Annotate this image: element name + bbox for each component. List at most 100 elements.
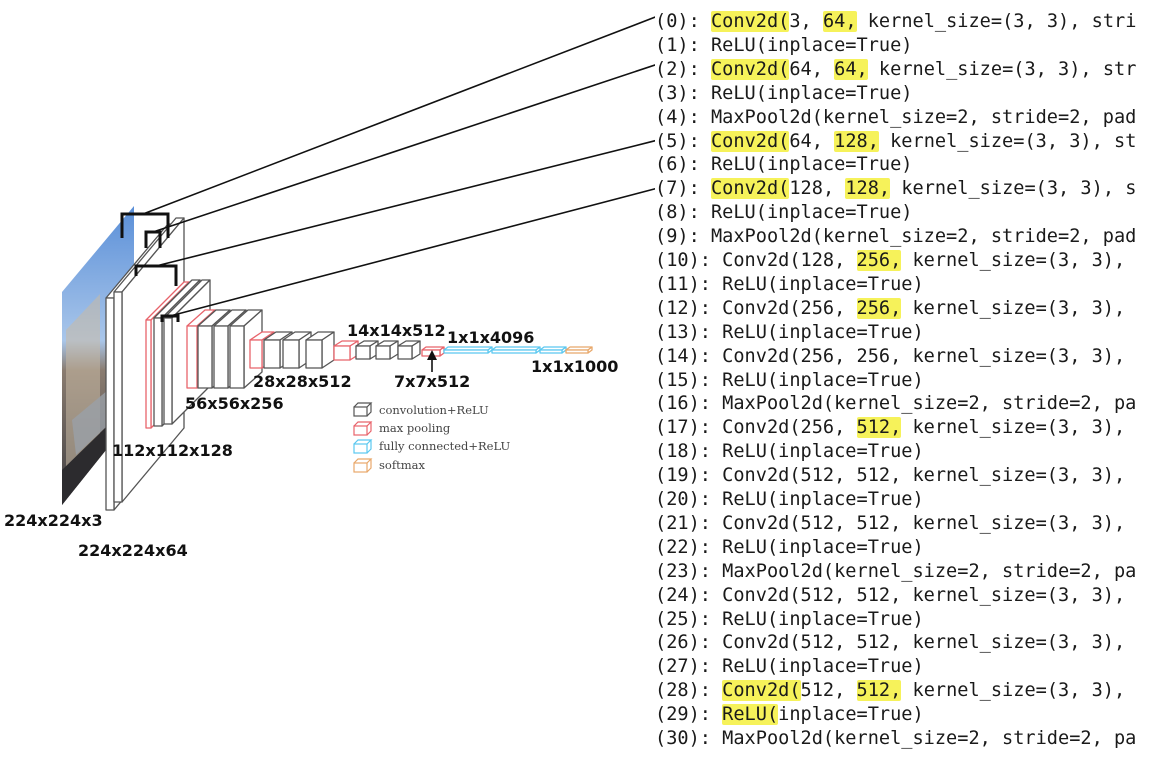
highlighted-token: 512, bbox=[856, 417, 902, 439]
code-line-27: (27): ReLU(inplace=True) bbox=[655, 655, 924, 679]
code-text: (7): bbox=[655, 178, 711, 200]
code-line-4: (4): MaxPool2d(kernel_size=2, stride=2, … bbox=[655, 106, 1136, 130]
code-line-26: (26): Conv2d(512, 512, kernel_size=(3, 3… bbox=[655, 631, 1125, 655]
code-line-21: (21): Conv2d(512, 512, kernel_size=(3, 3… bbox=[655, 512, 1125, 536]
code-text: kernel_size=(3, 3), bbox=[901, 250, 1126, 271]
legend-label-conv: convolution+ReLU bbox=[379, 403, 489, 417]
highlighted-token: Conv2d( bbox=[710, 130, 790, 152]
code-text: kernel_size=(3, 3), st bbox=[878, 130, 1137, 152]
code-line-14: (14): Conv2d(256, 256, kernel_size=(3, 3… bbox=[655, 345, 1125, 369]
code-line-3: (3): ReLU(inplace=True) bbox=[655, 82, 912, 106]
code-text: kernel_size=(3, 3), str bbox=[867, 58, 1137, 80]
highlighted-token: 512, bbox=[856, 680, 902, 702]
code-line-9: (9): MaxPool2d(kernel_size=2, stride=2, … bbox=[655, 225, 1136, 249]
code-text: (18): ReLU(inplace=True) bbox=[655, 441, 924, 463]
code-text: inplace=True) bbox=[778, 704, 924, 726]
code-text: (6): ReLU(inplace=True) bbox=[655, 154, 913, 176]
code-text: kernel_size=(3, 3), stri bbox=[856, 11, 1137, 32]
label-conv3: 56x56x256 bbox=[185, 394, 284, 413]
code-line-5: (5): Conv2d(64, 128, kernel_size=(3, 3),… bbox=[655, 130, 1136, 154]
model-printout: (0): Conv2d( 3, 64, kernel_size=(3, 3), s… bbox=[655, 0, 1165, 763]
code-text: (3): ReLU(inplace=True) bbox=[655, 82, 913, 104]
highlighted-token: Conv2d( bbox=[710, 58, 790, 80]
fc-block-2 bbox=[491, 346, 541, 354]
code-text: (27): ReLU(inplace=True) bbox=[655, 656, 924, 678]
conv-block-4c bbox=[305, 331, 335, 369]
code-line-1: (1): ReLU(inplace=True) bbox=[655, 34, 912, 58]
code-line-25: (25): ReLU(inplace=True) bbox=[655, 608, 924, 632]
code-text: (22): ReLU(inplace=True) bbox=[655, 536, 924, 558]
code-text: (1): ReLU(inplace=True) bbox=[655, 34, 913, 56]
code-text: (21): Conv2d(512, 512, kernel_size=(3, 3… bbox=[655, 512, 1126, 534]
highlighted-token: 256, bbox=[856, 250, 902, 271]
label-input: 224x224x3 bbox=[4, 511, 103, 530]
label-fc: 1x1x4096 bbox=[447, 328, 534, 347]
code-text: (15): ReLU(inplace=True) bbox=[655, 369, 924, 391]
code-text: (24): Conv2d(512, 512, kernel_size=(3, 3… bbox=[655, 584, 1126, 606]
code-line-2: (2): Conv2d(64, 64, kernel_size=(3, 3), … bbox=[655, 58, 1136, 82]
code-text: (12): Conv2d(256, bbox=[655, 297, 857, 319]
label-pool5: 7x7x512 bbox=[394, 372, 470, 391]
code-text: (16): MaxPool2d(kernel_size=2, stride=2,… bbox=[655, 393, 1137, 415]
legend-item-conv: convolution+ReLU bbox=[353, 402, 489, 417]
code-line-30: (30): MaxPool2d(kernel_size=2, stride=2,… bbox=[655, 727, 1136, 751]
conv-block-5a bbox=[355, 340, 379, 360]
vgg-architecture-diagram: 224x224x3 224x224x64 112x112x128 56x56x2… bbox=[4, 16, 655, 560]
code-line-8: (8): ReLU(inplace=True) bbox=[655, 201, 912, 225]
label-conv5: 14x14x512 bbox=[347, 321, 446, 340]
code-text: 64, bbox=[789, 130, 835, 152]
code-text: kernel_size=(3, 3), bbox=[901, 417, 1126, 439]
code-text: 128, bbox=[789, 178, 846, 200]
code-line-12: (12): Conv2d(256, 256, kernel_size=(3, 3… bbox=[655, 297, 1125, 321]
code-text: (19): Conv2d(512, 512, kernel_size=(3, 3… bbox=[655, 465, 1126, 487]
line-to-conv2 bbox=[152, 64, 655, 233]
code-text: 3, bbox=[789, 11, 823, 32]
code-text: 64, bbox=[789, 58, 835, 80]
code-text: kernel_size=(3, 3), bbox=[901, 297, 1126, 319]
pool-block-5 bbox=[421, 346, 445, 357]
code-text: (23): MaxPool2d(kernel_size=2, stride=2,… bbox=[655, 560, 1137, 582]
legend-item-fc: fully connected+ReLU bbox=[353, 439, 510, 454]
code-text: (11): ReLU(inplace=True) bbox=[655, 273, 924, 295]
highlighted-token: 64, bbox=[822, 11, 857, 32]
code-line-24: (24): Conv2d(512, 512, kernel_size=(3, 3… bbox=[655, 584, 1125, 608]
code-line-23: (23): MaxPool2d(kernel_size=2, stride=2,… bbox=[655, 560, 1136, 584]
highlighted-token: 256, bbox=[856, 297, 902, 319]
code-line-6: (6): ReLU(inplace=True) bbox=[655, 153, 912, 177]
label-conv1: 224x224x64 bbox=[78, 541, 188, 560]
label-softmax: 1x1x1000 bbox=[531, 357, 618, 376]
code-line-29: (29): ReLU(inplace=True) bbox=[655, 703, 924, 727]
fc-block-1 bbox=[443, 346, 493, 354]
highlighted-token: 64, bbox=[834, 58, 868, 80]
legend-label-softmax: softmax bbox=[379, 458, 425, 472]
code-text: (0): bbox=[655, 11, 711, 32]
highlighted-token: ReLU( bbox=[722, 704, 779, 726]
code-text: (14): Conv2d(256, 256, kernel_size=(3, 3… bbox=[655, 345, 1126, 367]
line-to-conv7 bbox=[169, 187, 655, 317]
code-line-20: (20): ReLU(inplace=True) bbox=[655, 488, 924, 512]
highlighted-token: 128, bbox=[834, 130, 879, 152]
code-text: (8): ReLU(inplace=True) bbox=[655, 202, 913, 224]
pool-block-4 bbox=[333, 340, 359, 361]
code-line-0: (0): Conv2d(3, 64, kernel_size=(3, 3), s… bbox=[655, 10, 1136, 34]
code-text: 512, bbox=[800, 680, 857, 702]
highlighted-token: Conv2d( bbox=[722, 680, 801, 702]
connector-lines bbox=[142, 16, 655, 317]
code-line-28: (28): Conv2d(512, 512, kernel_size=(3, 3… bbox=[655, 679, 1125, 703]
legend-label-fc: fully connected+ReLU bbox=[379, 439, 510, 453]
code-text: (9): MaxPool2d(kernel_size=2, stride=2, … bbox=[655, 226, 1137, 248]
legend-item-pool: max pooling bbox=[353, 421, 451, 436]
code-text: (4): MaxPool2d(kernel_size=2, stride=2, … bbox=[655, 106, 1137, 128]
code-line-7: (7): Conv2d(128, 128, kernel_size=(3, 3)… bbox=[655, 177, 1136, 201]
code-line-22: (22): ReLU(inplace=True) bbox=[655, 536, 924, 560]
line-to-conv5 bbox=[155, 139, 655, 267]
code-text: (10): Conv2d(128, bbox=[655, 250, 857, 271]
legend-label-pool: max pooling bbox=[379, 421, 451, 435]
layer-blocks bbox=[105, 217, 593, 511]
label-conv4: 28x28x512 bbox=[253, 372, 352, 391]
code-line-18: (18): ReLU(inplace=True) bbox=[655, 440, 924, 464]
conv-block-5c bbox=[397, 340, 421, 360]
code-line-11: (11): ReLU(inplace=True) bbox=[655, 273, 924, 297]
conv-block-5b bbox=[375, 340, 399, 360]
code-text: (5): bbox=[655, 130, 711, 152]
